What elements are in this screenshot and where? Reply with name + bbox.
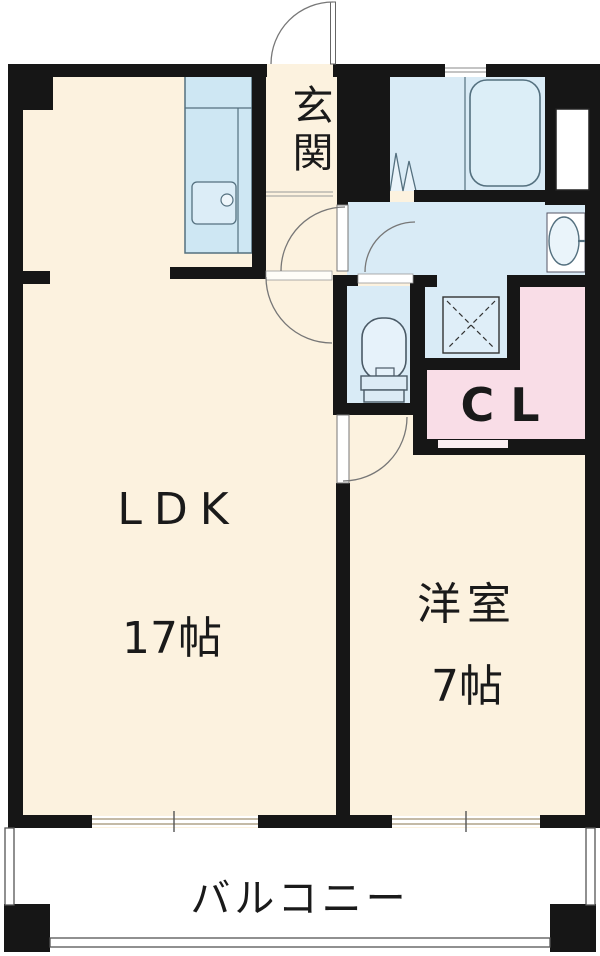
washroom-door — [280, 204, 349, 272]
wall-room-divider — [336, 483, 350, 828]
pipe-space-box — [555, 108, 590, 191]
wall-bottom-mid — [258, 815, 392, 828]
toilet-door — [357, 221, 416, 284]
kitchen-sink — [191, 181, 237, 225]
ldk-window — [92, 816, 258, 827]
wall-toilet-left — [333, 275, 347, 415]
washing-machine-pan — [442, 296, 500, 354]
balcony-railing — [4, 827, 596, 948]
closet-label: CL — [460, 378, 556, 432]
western-room-size-label: 7帖 — [431, 661, 503, 712]
wall-entrance-bath — [337, 64, 390, 196]
washbasin — [546, 212, 586, 273]
ldk-size-label: 17帖 — [122, 613, 222, 664]
wall-closet-left-upper — [507, 275, 520, 370]
ldk-label: LDK — [117, 484, 241, 535]
bathroom-window — [445, 64, 486, 77]
balcony-rail-left — [4, 827, 15, 906]
windows — [92, 64, 540, 832]
wall-kitchen — [252, 64, 266, 277]
wall-washroom-door-stub — [337, 196, 348, 207]
balcony-pillar-right — [550, 904, 596, 952]
balcony-pillar-left — [4, 904, 50, 952]
balcony-rail-bottom — [49, 937, 551, 948]
folding-door — [389, 152, 417, 192]
wall-bath-bottom-left — [347, 190, 390, 202]
entrance-step — [266, 191, 333, 197]
wall-left — [8, 64, 23, 828]
closet-floor-lower — [427, 370, 522, 440]
balcony-rail-right — [585, 827, 596, 906]
wall-kitchen-stub — [170, 267, 266, 279]
wall-closet-top — [507, 275, 600, 287]
closet-door-strip — [438, 440, 508, 448]
wall-stub-left — [8, 271, 50, 284]
toilet — [360, 317, 408, 403]
wall-top-left — [8, 64, 267, 77]
hallway-door — [265, 270, 333, 344]
entrance-door — [270, 1, 336, 65]
western-room-door — [336, 414, 408, 484]
wall-bottom-right — [540, 815, 592, 828]
wall-bottom-left — [8, 815, 92, 828]
wall-bath-bottom-right — [414, 190, 585, 202]
doors — [265, 1, 416, 484]
wall-alcove-bottom — [413, 358, 520, 370]
entrance-label: 玄関 — [285, 84, 333, 178]
walls — [4, 64, 600, 952]
wall-closet-left-lower — [413, 358, 427, 455]
bathroom-fixtures — [389, 75, 541, 192]
kitchen-counter — [184, 74, 253, 254]
kitchen-faucet — [220, 193, 234, 207]
closet-floor-upper — [520, 287, 587, 440]
bathtub — [469, 79, 541, 187]
wall-toilet-bottom — [333, 403, 425, 415]
western-room-label: 洋室 — [417, 579, 517, 630]
balcony-label: バルコニー — [190, 876, 410, 922]
